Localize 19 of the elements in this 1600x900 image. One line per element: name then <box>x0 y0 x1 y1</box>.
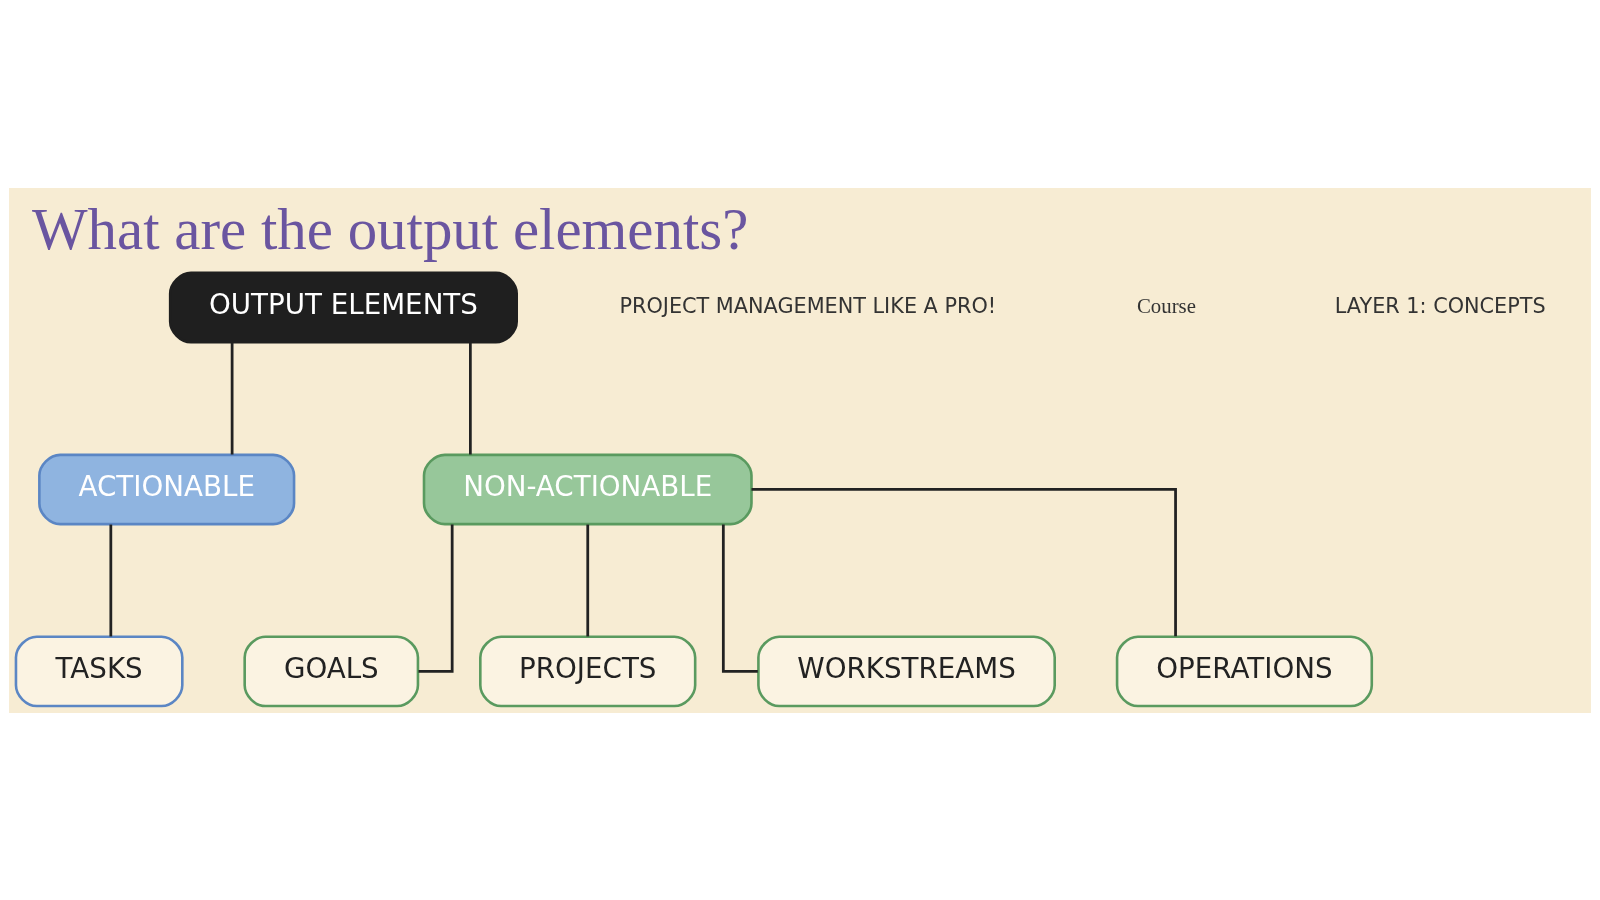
connector <box>721 524 758 673</box>
node-box: PROJECTS <box>479 634 697 707</box>
node-box: ACTIONABLE <box>38 453 296 525</box>
node-box: WORKSTREAMS <box>757 634 1056 707</box>
node-box: GOALS <box>243 634 420 707</box>
node-box: TASKS <box>14 634 184 707</box>
label: PROJECT MANAGEMENT LIKE A PRO! <box>619 293 997 318</box>
connector <box>468 342 472 454</box>
label: Course <box>1137 293 1196 317</box>
node-box: NON-ACTIONABLE <box>422 453 753 525</box>
node-box: OUTPUT ELEMENTS <box>168 271 518 343</box>
connector <box>109 524 113 636</box>
node-box: OPERATIONS <box>1115 634 1374 707</box>
connector <box>230 342 234 454</box>
connector <box>751 487 1177 636</box>
connector <box>418 524 454 673</box>
label: LAYER 1: CONCEPTS <box>1334 293 1546 318</box>
diagram-title: What are the output elements? <box>32 196 749 262</box>
connector <box>586 524 590 636</box>
